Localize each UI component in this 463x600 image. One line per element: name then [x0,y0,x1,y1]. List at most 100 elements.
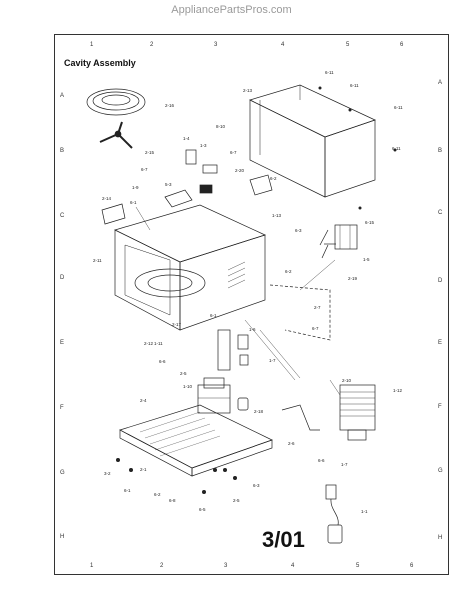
grid-col-label: 2 [150,42,154,48]
door-switch-assembly [217,329,249,371]
callout: 2-13 [243,88,253,93]
callout: 5-3 [165,182,172,187]
roller-support [99,121,133,149]
callout: 6-8 [169,498,176,503]
power-cord-assembly [325,484,343,544]
callout: 6-3 [253,483,260,488]
grid-row-label: H [438,535,443,541]
callout: 2-12 [144,341,154,346]
magnetron [339,384,376,441]
callout: 2-7 [314,305,321,310]
grid-row-label: A [60,93,65,99]
callout: 6-6 [318,458,325,463]
callout: 2-16 [165,103,175,108]
air-duct [269,284,331,341]
callout: 1-1 [361,509,368,514]
grid-col-label: 3 [214,42,218,48]
callout: 2-1 [140,467,147,472]
callout: 2-10 [342,378,352,383]
callout: 1-5 [363,257,370,262]
callout: 2-20 [235,168,245,173]
insulation-plate [249,174,273,196]
grid-row-label: E [60,340,65,346]
grid-row-label: D [60,275,65,281]
grid-col-label: 6 [410,563,414,569]
grid-col-label: 4 [281,42,285,48]
callout: 6-6 [159,359,166,364]
callout: 6-2 [270,176,277,181]
lamp-socket [185,149,197,165]
callout: 2-19 [348,276,358,281]
fuse-holder [199,184,213,194]
callout: 1-10 [183,384,193,389]
oven-cavity [114,204,266,331]
callout: 6-11 [325,70,334,75]
callout: 1-7 [341,462,348,467]
grid-row-label: C [60,213,65,219]
diagram-frame [54,34,449,575]
grid-row-label: D [438,278,443,284]
grid-row-label: G [60,470,65,476]
page-number: 3/01 [262,527,305,552]
grid-row-label: G [438,468,443,474]
waveguide-cover [164,189,193,208]
callout: 2-11 [93,258,102,263]
grid-row-label: A [438,80,443,86]
callout: 1-11 [154,341,163,346]
high-voltage-transformer [197,377,231,414]
callout: 6-3 [295,228,302,233]
callout: 6-5 [199,507,206,512]
grid-row-label: B [60,148,65,154]
callout: 6-2 [285,269,292,274]
callout: 1-13 [272,213,282,218]
grid-row-label: C [438,210,443,216]
callout: 2-6 [288,441,295,446]
screws [116,86,397,494]
watermark: AppliancePartsPros.com [171,4,292,16]
outer-cabinet [249,84,376,198]
callout: 6-2 [154,492,161,497]
base-plate [119,404,273,477]
callout: 1-6 [249,327,256,332]
callout: 2-17 [172,322,182,327]
grid-col-label: 2 [160,563,164,569]
grid-col-label: 5 [346,42,350,48]
callout: 2-14 [102,196,112,201]
callout: 6-1 [130,200,137,205]
callout: 2-5 [233,498,240,503]
thermal-fuse [202,164,218,174]
turntable-tray [86,88,146,116]
fan-motor [334,224,358,250]
grid-row-label: F [438,404,442,410]
grid-col-label: 1 [90,42,94,48]
grid-row-label: H [60,534,65,540]
callout: 2-15 [145,150,155,155]
mounting-bracket [281,404,320,431]
latch-bracket [101,203,126,225]
callout: 1-12 [393,388,403,393]
callout: 6-1 [210,313,217,318]
grid-col-label: 5 [356,563,360,569]
callout: 6-7 [141,167,148,172]
callout: 1-7 [269,358,276,363]
callout: 6-11 [350,83,359,88]
grid-row-label: F [60,405,64,411]
callout: 6-7 [230,150,237,155]
callout: 2-5 [180,371,187,376]
callout: 6-15 [365,220,375,225]
callout: 6-11 [392,146,401,151]
capacitor [237,397,249,411]
callout: 1-4 [183,136,190,141]
diagram-title: Cavity Assembly [64,58,136,68]
grid-col-label: 1 [90,563,94,569]
callout: 2-18 [254,409,264,414]
grid-col-label: 4 [291,563,295,569]
callout: 6-7 [312,326,319,331]
grid-row-label: B [438,148,443,154]
grid-col-label: 3 [224,563,228,569]
grid-col-label: 6 [400,42,404,48]
callout: 3-2 [104,471,111,476]
callout: 6-11 [394,105,403,110]
callout: 1-3 [200,143,207,148]
